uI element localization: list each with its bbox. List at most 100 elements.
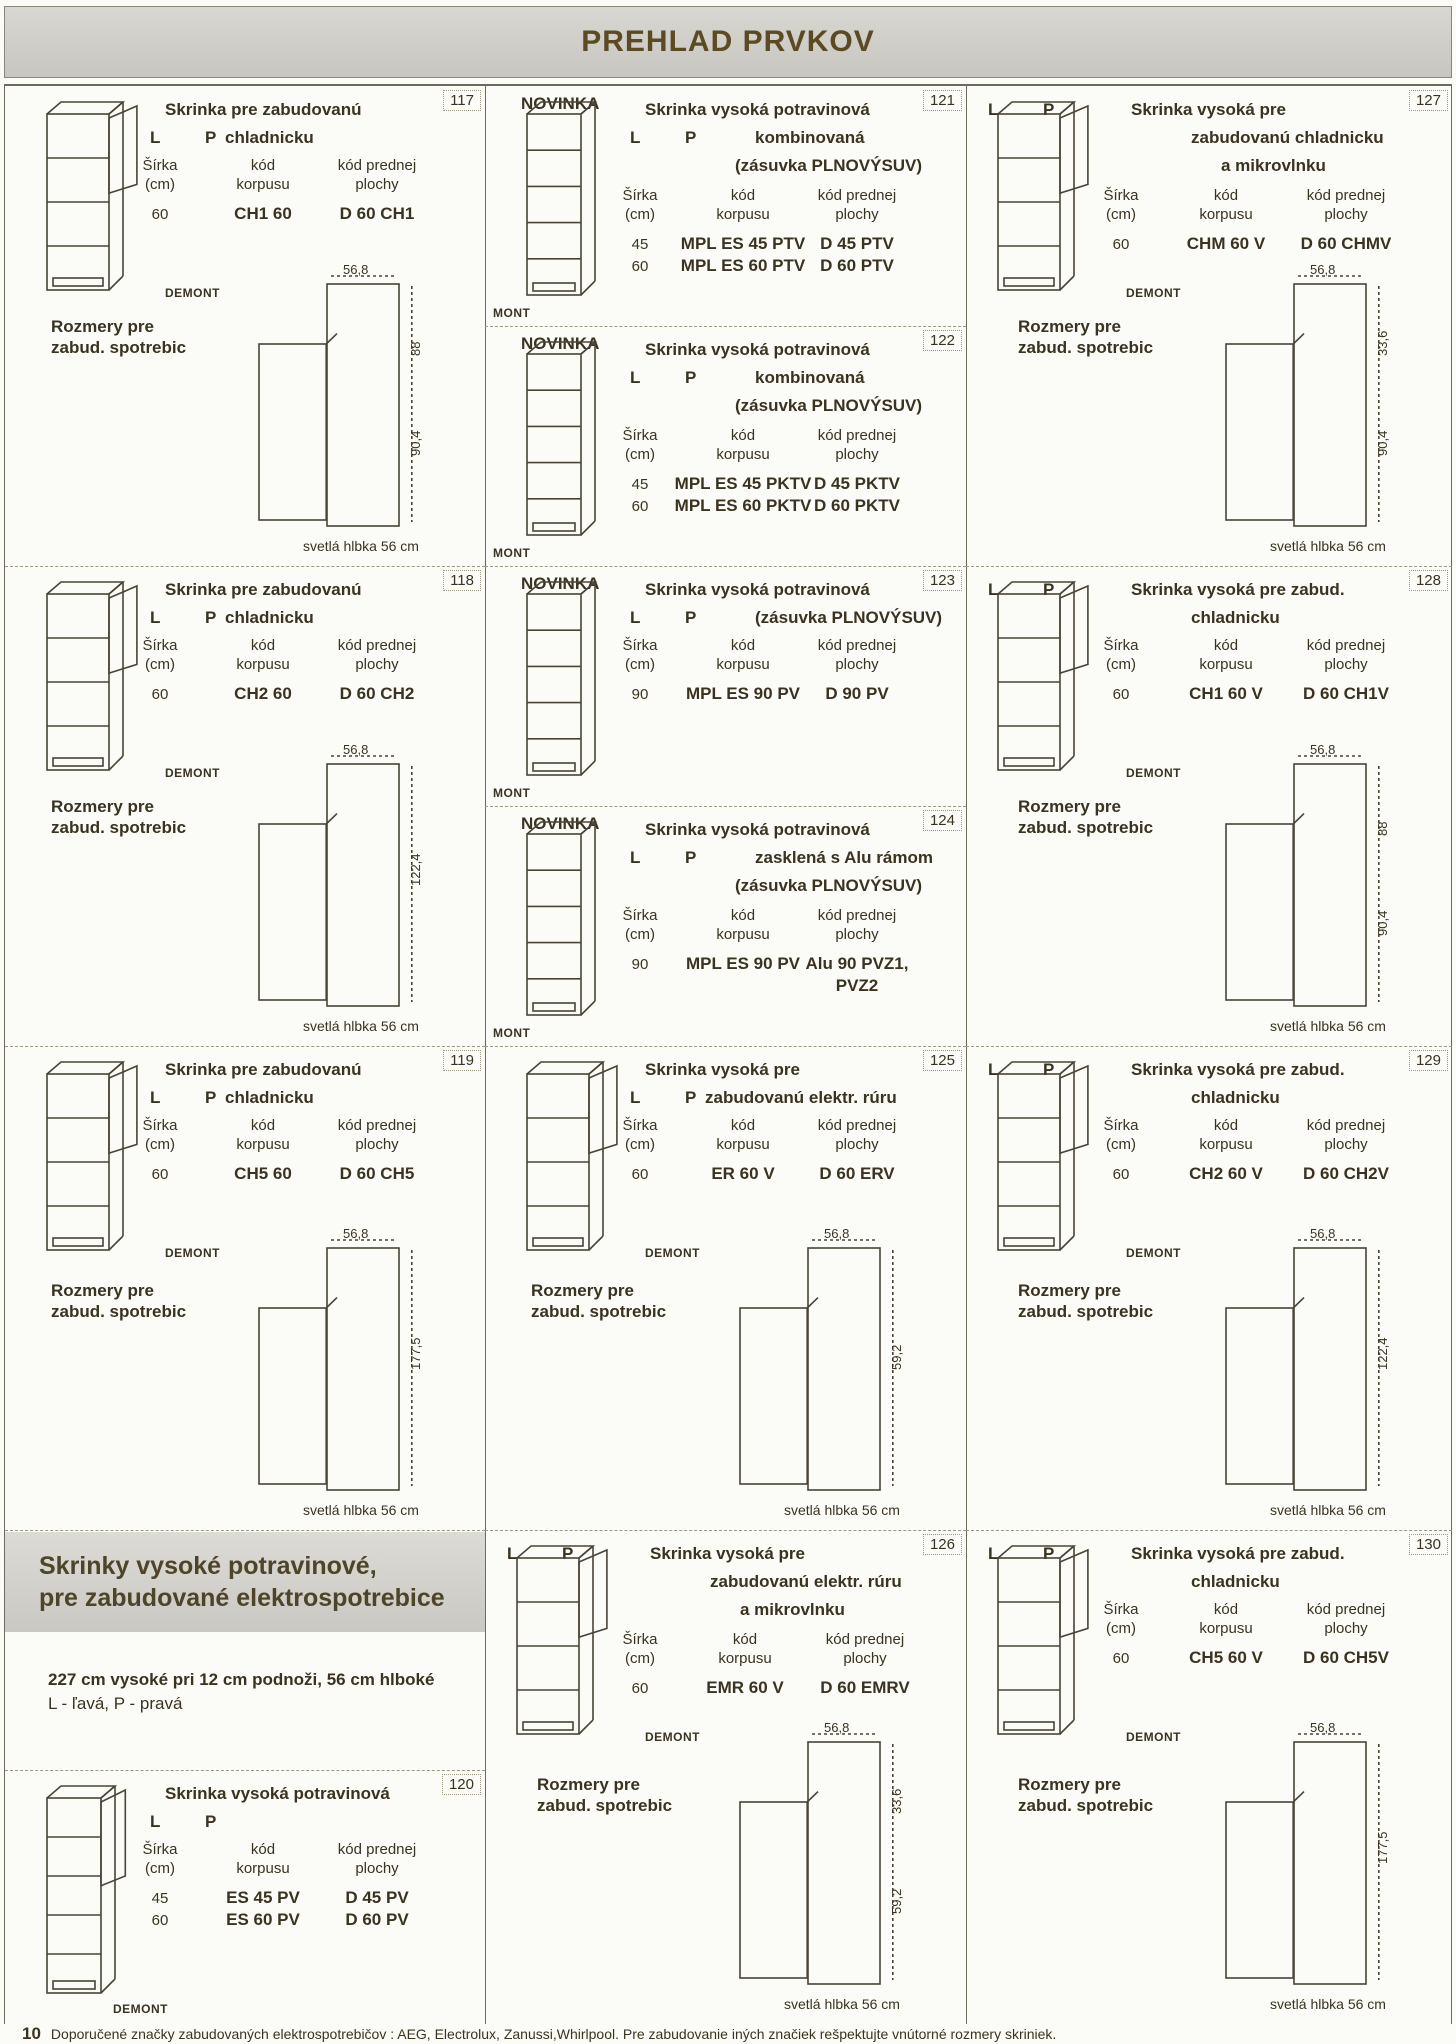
width-value: 60 bbox=[151, 686, 169, 703]
item-number: 123 bbox=[922, 570, 962, 591]
front-code-value: D 45 PKTV bbox=[814, 474, 900, 493]
item-title-line-2: zabudovanú chladnicku bbox=[1191, 128, 1384, 147]
item-title-line-3: (zásuvka PLNOVÝSUV) bbox=[735, 396, 923, 415]
row-separator bbox=[5, 566, 485, 567]
front-code-value-2: D 60 PV bbox=[345, 1910, 409, 1929]
item-title-line-1: Skrinka vysoká potravinová bbox=[645, 580, 870, 599]
mont-label: MONT bbox=[493, 1026, 531, 1040]
row-separator bbox=[485, 326, 966, 327]
body-code-value: EMR 60 V bbox=[706, 1678, 784, 1697]
front-code-value: D 60 CH5V bbox=[1303, 1648, 1389, 1667]
catalog-grid bbox=[4, 86, 1452, 2024]
right-label: P bbox=[685, 848, 697, 867]
width-value: 45 bbox=[151, 1890, 169, 1907]
cabinet-drawing bbox=[526, 101, 598, 296]
height-dimension: 90,4 bbox=[1375, 431, 1390, 456]
demont-label: DEMONT bbox=[1126, 286, 1181, 300]
height-dimension: 90,4 bbox=[1375, 911, 1390, 936]
col-front-code-header: kód prednej plochy bbox=[817, 427, 897, 463]
mont-label: MONT bbox=[493, 306, 531, 320]
mont-label: MONT bbox=[493, 786, 531, 800]
width-value: 90 bbox=[631, 686, 649, 703]
width-value: 45 bbox=[631, 476, 649, 493]
right-label: P bbox=[1043, 1060, 1055, 1079]
item-number: 118 bbox=[443, 570, 481, 591]
front-code-value-2: PVZ2 bbox=[835, 976, 879, 995]
appliance-dimensions-label: Rozmery pre zabud. spotrebic bbox=[51, 317, 187, 357]
item-title-line-2: kombinovaná bbox=[755, 368, 865, 387]
right-label: P bbox=[685, 368, 697, 387]
col-width-header: Šírka (cm) bbox=[622, 1117, 658, 1153]
item-number: 126 bbox=[922, 1534, 962, 1555]
left-label: L bbox=[630, 1088, 641, 1107]
col-body-code-header: kód korpusu bbox=[1199, 187, 1253, 223]
col-body-code-header: kód korpusu bbox=[236, 637, 290, 673]
banner-line-1: Skrinky vysoké potravinové, bbox=[39, 1552, 377, 1580]
right-label: P bbox=[562, 1544, 574, 1563]
clear-depth-label: svetlá hlbka 56 cm bbox=[303, 538, 419, 554]
clear-depth-label: svetlá hlbka 56 cm bbox=[303, 1018, 419, 1034]
body-code-value-2: ES 60 PV bbox=[226, 1910, 300, 1929]
demont-label: DEMONT bbox=[113, 2002, 168, 2016]
col-width-header: Šírka (cm) bbox=[1103, 637, 1139, 673]
page-title: PREHLAD PRVKOV bbox=[581, 25, 875, 58]
item-number: 119 bbox=[443, 1050, 481, 1071]
col-front-code-header: kód prednej plochy bbox=[1306, 637, 1386, 673]
appliance-dimensions-label: Rozmery pre zabud. spotrebic bbox=[1018, 317, 1154, 357]
col-body-code-header: kód korpusu bbox=[1199, 1601, 1253, 1637]
right-label: P bbox=[685, 128, 697, 147]
item-title-line-1: Skrinka vysoká potravinová bbox=[645, 820, 870, 839]
front-code-value: D 60 CH2V bbox=[1303, 1164, 1389, 1183]
cabinet-drawing bbox=[997, 101, 1089, 291]
item-title-line-2: chladnicku bbox=[225, 608, 314, 627]
body-code-value: ES 45 PV bbox=[226, 1888, 300, 1907]
left-label: L bbox=[630, 608, 641, 627]
item-title-line-1: Skrinka pre zabudovanú bbox=[165, 1060, 362, 1079]
col-width-header: Šírka (cm) bbox=[622, 637, 658, 673]
width-value: 60 bbox=[1112, 236, 1130, 253]
width-value: 60 bbox=[631, 1680, 649, 1697]
left-label: L bbox=[988, 100, 999, 119]
depth-dimension: 56,8 bbox=[1310, 742, 1335, 757]
right-label: P bbox=[685, 1088, 697, 1107]
left-label: L bbox=[150, 128, 161, 147]
info-line-2: L - ľavá, P - pravá bbox=[48, 1694, 183, 1713]
item-title-line-3: (zásuvka PLNOVÝSUV) bbox=[735, 876, 923, 895]
appliance-dimensions-label: Rozmery pre zabud. spotrebic bbox=[531, 1281, 667, 1321]
demont-label: DEMONT bbox=[645, 1246, 700, 1260]
page-number: 10 bbox=[22, 2024, 41, 2043]
cabinet-drawing bbox=[526, 581, 598, 776]
width-value: 60 bbox=[151, 1166, 169, 1183]
depth-dimension: 56,8 bbox=[343, 742, 368, 757]
col-width-header: Šírka (cm) bbox=[142, 157, 178, 193]
col-front-code-header: kód prednej plochy bbox=[817, 637, 897, 673]
section-banner: Skrinky vysoké potravinové, pre zabudova… bbox=[5, 1532, 485, 1632]
row-separator bbox=[5, 1530, 485, 1531]
built-in-drawing: 56,833,659,2 bbox=[739, 1720, 904, 1985]
item-title-line-1: Skrinka pre zabudovanú bbox=[165, 100, 362, 119]
col-body-code-header: kód korpusu bbox=[1199, 637, 1253, 673]
depth-dimension: 56,8 bbox=[343, 1226, 368, 1241]
body-code-value: MPL ES 45 PTV bbox=[680, 234, 806, 253]
left-label: L bbox=[988, 1544, 999, 1563]
col-body-code-header: kód korpusu bbox=[716, 1117, 770, 1153]
cabinet-drawing bbox=[526, 821, 598, 1016]
item-title-line-1: Skrinka vysoká potravinová bbox=[645, 100, 870, 119]
info-line-1: 227 cm vysoké pri 12 cm podnoži, 56 cm h… bbox=[48, 1670, 435, 1689]
body-code-value: MPL ES 90 PV bbox=[685, 684, 800, 703]
width-value: 60 bbox=[1112, 1166, 1130, 1183]
item-title-line-1: Skrinka vysoká pre bbox=[645, 1060, 800, 1079]
demont-label: DEMONT bbox=[1126, 1730, 1181, 1744]
width-value-2: 60 bbox=[151, 1912, 169, 1929]
col-body-code-header: kód korpusu bbox=[236, 157, 290, 193]
clear-depth-label: svetlá hlbka 56 cm bbox=[784, 1502, 900, 1518]
height-dimension: 59,2 bbox=[889, 1345, 904, 1370]
right-label: P bbox=[1043, 1544, 1055, 1563]
front-code-value: D 60 ERV bbox=[819, 1164, 895, 1183]
front-code-value: Alu 90 PVZ1, bbox=[805, 954, 909, 973]
